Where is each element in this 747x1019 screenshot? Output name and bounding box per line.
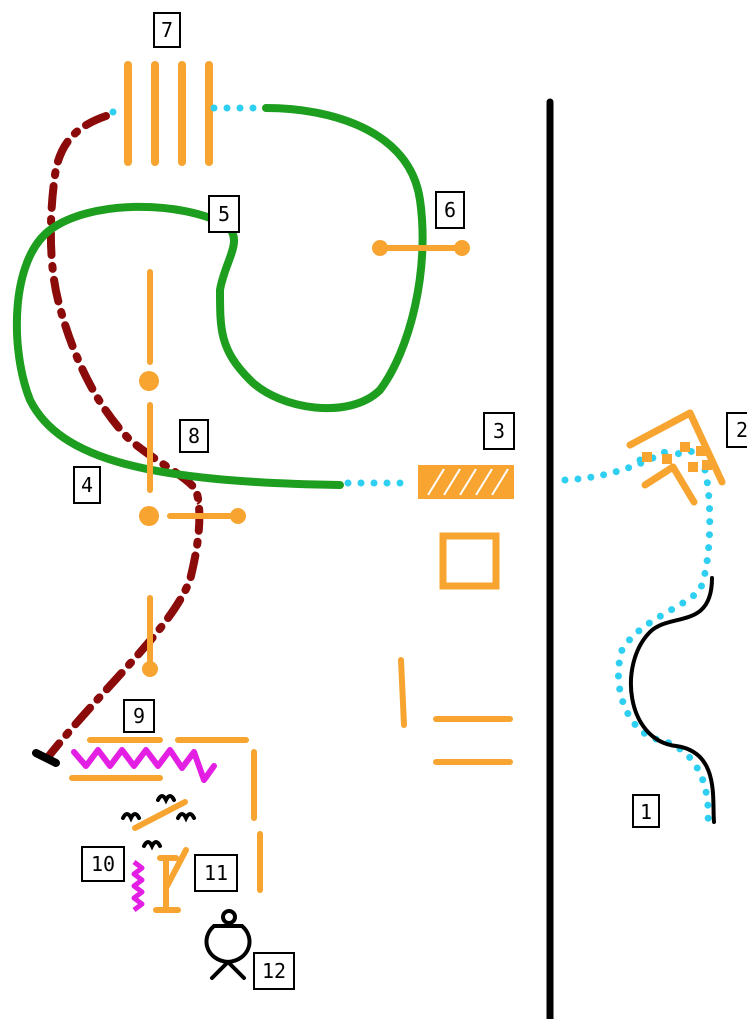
pole-dot-lower [139, 506, 159, 526]
label-box-8: 8 [180, 420, 208, 452]
label-box-3: 3 [484, 413, 514, 449]
label-box-7: 7 [154, 13, 180, 47]
loose-bars [401, 660, 510, 762]
magenta-spring-10 [134, 862, 142, 910]
label-box-1: 1 [633, 795, 659, 827]
label-box-11: 11 [195, 855, 237, 891]
y-shape-11 [156, 850, 186, 910]
label-box-5: 5 [209, 196, 239, 232]
green-loop [17, 108, 423, 485]
label-box-4: 4 [74, 467, 100, 503]
label-box-2: 2 [727, 413, 747, 447]
svg-text:5: 5 [218, 202, 230, 226]
svg-text:12: 12 [262, 959, 286, 983]
lower-post-cap [142, 661, 158, 677]
label-box-10: 10 [82, 847, 124, 881]
svg-text:3: 3 [493, 419, 505, 443]
svg-text:2: 2 [736, 418, 747, 442]
label-box-9: 9 [124, 700, 154, 732]
hatched-block-3 [418, 465, 514, 499]
label-box-6: 6 [436, 192, 464, 228]
corner-structure-2 [630, 413, 722, 502]
label-box-12: 12 [254, 953, 294, 989]
svg-text:6: 6 [444, 198, 456, 222]
svg-text:8: 8 [188, 424, 200, 448]
svg-text:11: 11 [204, 861, 228, 885]
bars-group-7 [128, 65, 209, 162]
svg-text:10: 10 [91, 852, 115, 876]
hollow-square [443, 536, 496, 586]
black-track-1 [631, 578, 714, 822]
kettlebell-icon [206, 911, 249, 978]
svg-text:9: 9 [133, 704, 145, 728]
svg-text:7: 7 [161, 18, 173, 42]
bar-end-cap [230, 508, 246, 524]
svg-text:4: 4 [81, 473, 93, 497]
pole-dot-upper [139, 371, 159, 391]
svg-text:1: 1 [640, 800, 652, 824]
